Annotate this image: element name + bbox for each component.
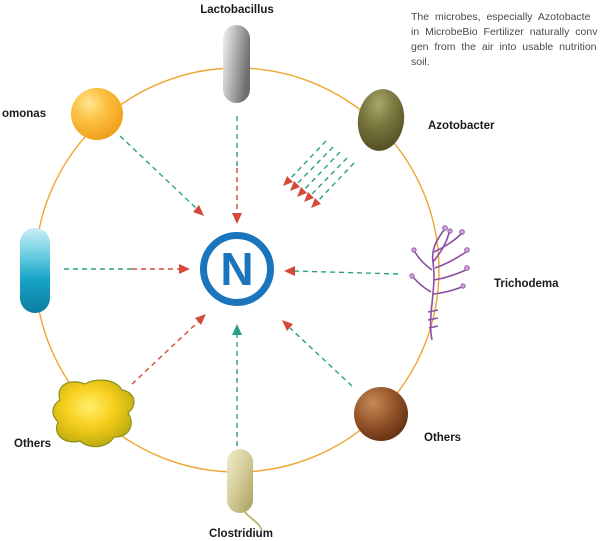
arrow-right-head xyxy=(284,266,295,276)
note-line-4: soil. xyxy=(411,56,430,68)
lactobacillus-shape xyxy=(223,25,250,103)
trichodema-shape xyxy=(412,229,467,341)
arrow-top xyxy=(232,116,242,224)
arrow-bottom-right xyxy=(282,320,353,387)
arrow-bottom-left-line xyxy=(131,321,199,385)
arrow-right xyxy=(284,266,399,276)
arrow-top-left-line xyxy=(119,135,197,209)
arrow-fan-lines xyxy=(287,140,355,204)
arrow-left-head xyxy=(179,264,190,274)
clostridium-shape xyxy=(227,449,263,531)
arrow-left xyxy=(64,264,190,274)
label-azotobacter: Azotobacter xyxy=(428,120,495,132)
label-others-left: Others xyxy=(14,438,51,450)
arrow-bottom-right-line xyxy=(289,327,353,387)
nitrogen-center: N xyxy=(200,232,274,306)
arrow-bottom xyxy=(232,324,242,446)
arrow-bottom-right-head xyxy=(282,320,293,331)
note-line-2: in MicrobeBio Fertilizer naturally conv xyxy=(411,26,598,38)
note-line-3: gen from the air into usable nutrition xyxy=(411,41,597,53)
arrow-top-left xyxy=(119,135,204,216)
description-note: The microbes, especially Azotobacte in M… xyxy=(411,10,600,70)
arrow-fan-heads xyxy=(283,176,321,208)
trichodema-spores xyxy=(409,225,470,289)
arrow-top-head xyxy=(232,213,242,224)
azotobacter-shape xyxy=(357,89,405,151)
others-left-shape xyxy=(52,379,135,448)
arrow-fan-azotobacter xyxy=(283,140,355,208)
arrow-bottom-left xyxy=(131,314,206,385)
nitrogen-symbol: N xyxy=(220,243,253,295)
label-others-right: Others xyxy=(424,432,461,444)
cyan-bacillus-shape xyxy=(20,228,50,313)
label-pseudomonas: omonas xyxy=(2,108,46,120)
arrow-bottom-head xyxy=(232,324,242,335)
pseudomonas-shape xyxy=(71,88,123,140)
label-trichodema: Trichodema xyxy=(494,278,559,290)
arrow-top-left-head xyxy=(193,205,204,216)
arrow-right-line xyxy=(293,270,399,275)
arrow-bottom-left-head xyxy=(195,314,206,325)
nitrogen-circle xyxy=(200,232,274,306)
label-lactobacillus: Lactobacillus xyxy=(200,4,274,16)
label-clostridium: Clostridium xyxy=(209,528,273,540)
note-line-1: The microbes, especially Azotobacte xyxy=(411,11,591,23)
others-right-shape xyxy=(354,387,408,441)
